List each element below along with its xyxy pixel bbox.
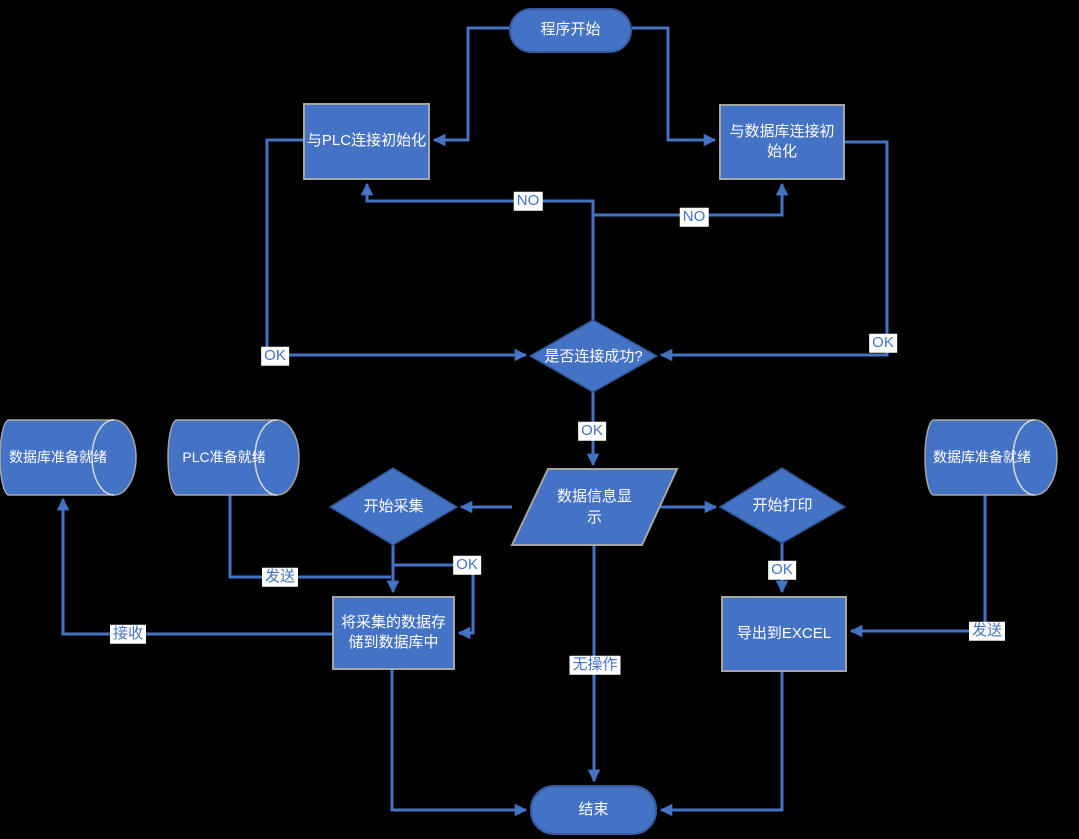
edge-plc-ready-send-to-store [228,495,391,579]
start-collect-diamond [328,467,459,546]
edge-label-no-op: 无操作 [569,655,621,675]
edge-start-to-plc-init [432,26,509,147]
edge-label-no-left: NO [513,191,543,211]
edge-connect-check-no-to-db-init [593,182,789,217]
edge-label-send-right: 发送 [968,621,1006,641]
store-data-node: 将采集的数据存储到数据库中 [332,596,455,670]
edge-label-send-left: 发送 [261,567,299,587]
export-excel-label: 导出到EXCEL [736,624,832,642]
edge-store-to-end [390,670,528,817]
edge-label-ok-right: OK [869,333,897,353]
plc-ready-cylinder [167,419,300,496]
db-ready-right-cylinder [924,419,1058,496]
start-label: 程序开始 [540,21,601,39]
edge-db-ready-right-send-to-excel [849,495,987,638]
edge-label-no-right: NO [679,207,709,227]
start-node: 程序开始 [509,8,632,53]
end-node: 结束 [530,785,657,835]
connect-check-diamond [528,319,659,393]
edge-label-ok-collect: OK [453,555,481,575]
plc-init-node: 与PLC连接初始化 [303,103,430,180]
db-init-node: 与数据库连接初始化 [719,104,845,180]
edge-start-to-db-init [632,26,717,147]
end-label: 结束 [578,800,609,818]
start-print-diamond [718,467,847,544]
db-ready-left-cylinder [0,419,137,496]
edge-plc-init-to-connect-check [265,138,528,362]
edge-label-receive: 接收 [109,624,147,644]
data-display-parallelogram [510,468,679,546]
edge-label-ok-left: OK [261,346,289,366]
edge-db-init-to-connect-check [659,140,889,362]
export-excel-node: 导出到EXCEL [721,596,847,672]
db-init-label: 与数据库连接初始化 [729,122,835,160]
edge-start-collect-ok-to-store [393,563,475,640]
store-data-label: 将采集的数据存储到数据库中 [340,613,446,651]
edge-label-ok-mid: OK [578,421,606,441]
plc-init-label: 与PLC连接初始化 [306,132,427,150]
edge-excel-to-end [659,672,784,817]
edge-label-ok-print: OK [768,560,796,580]
edge-store-receive-to-db-ready-left [56,497,332,636]
edge-connect-check-no-to-plc-init [360,182,595,320]
